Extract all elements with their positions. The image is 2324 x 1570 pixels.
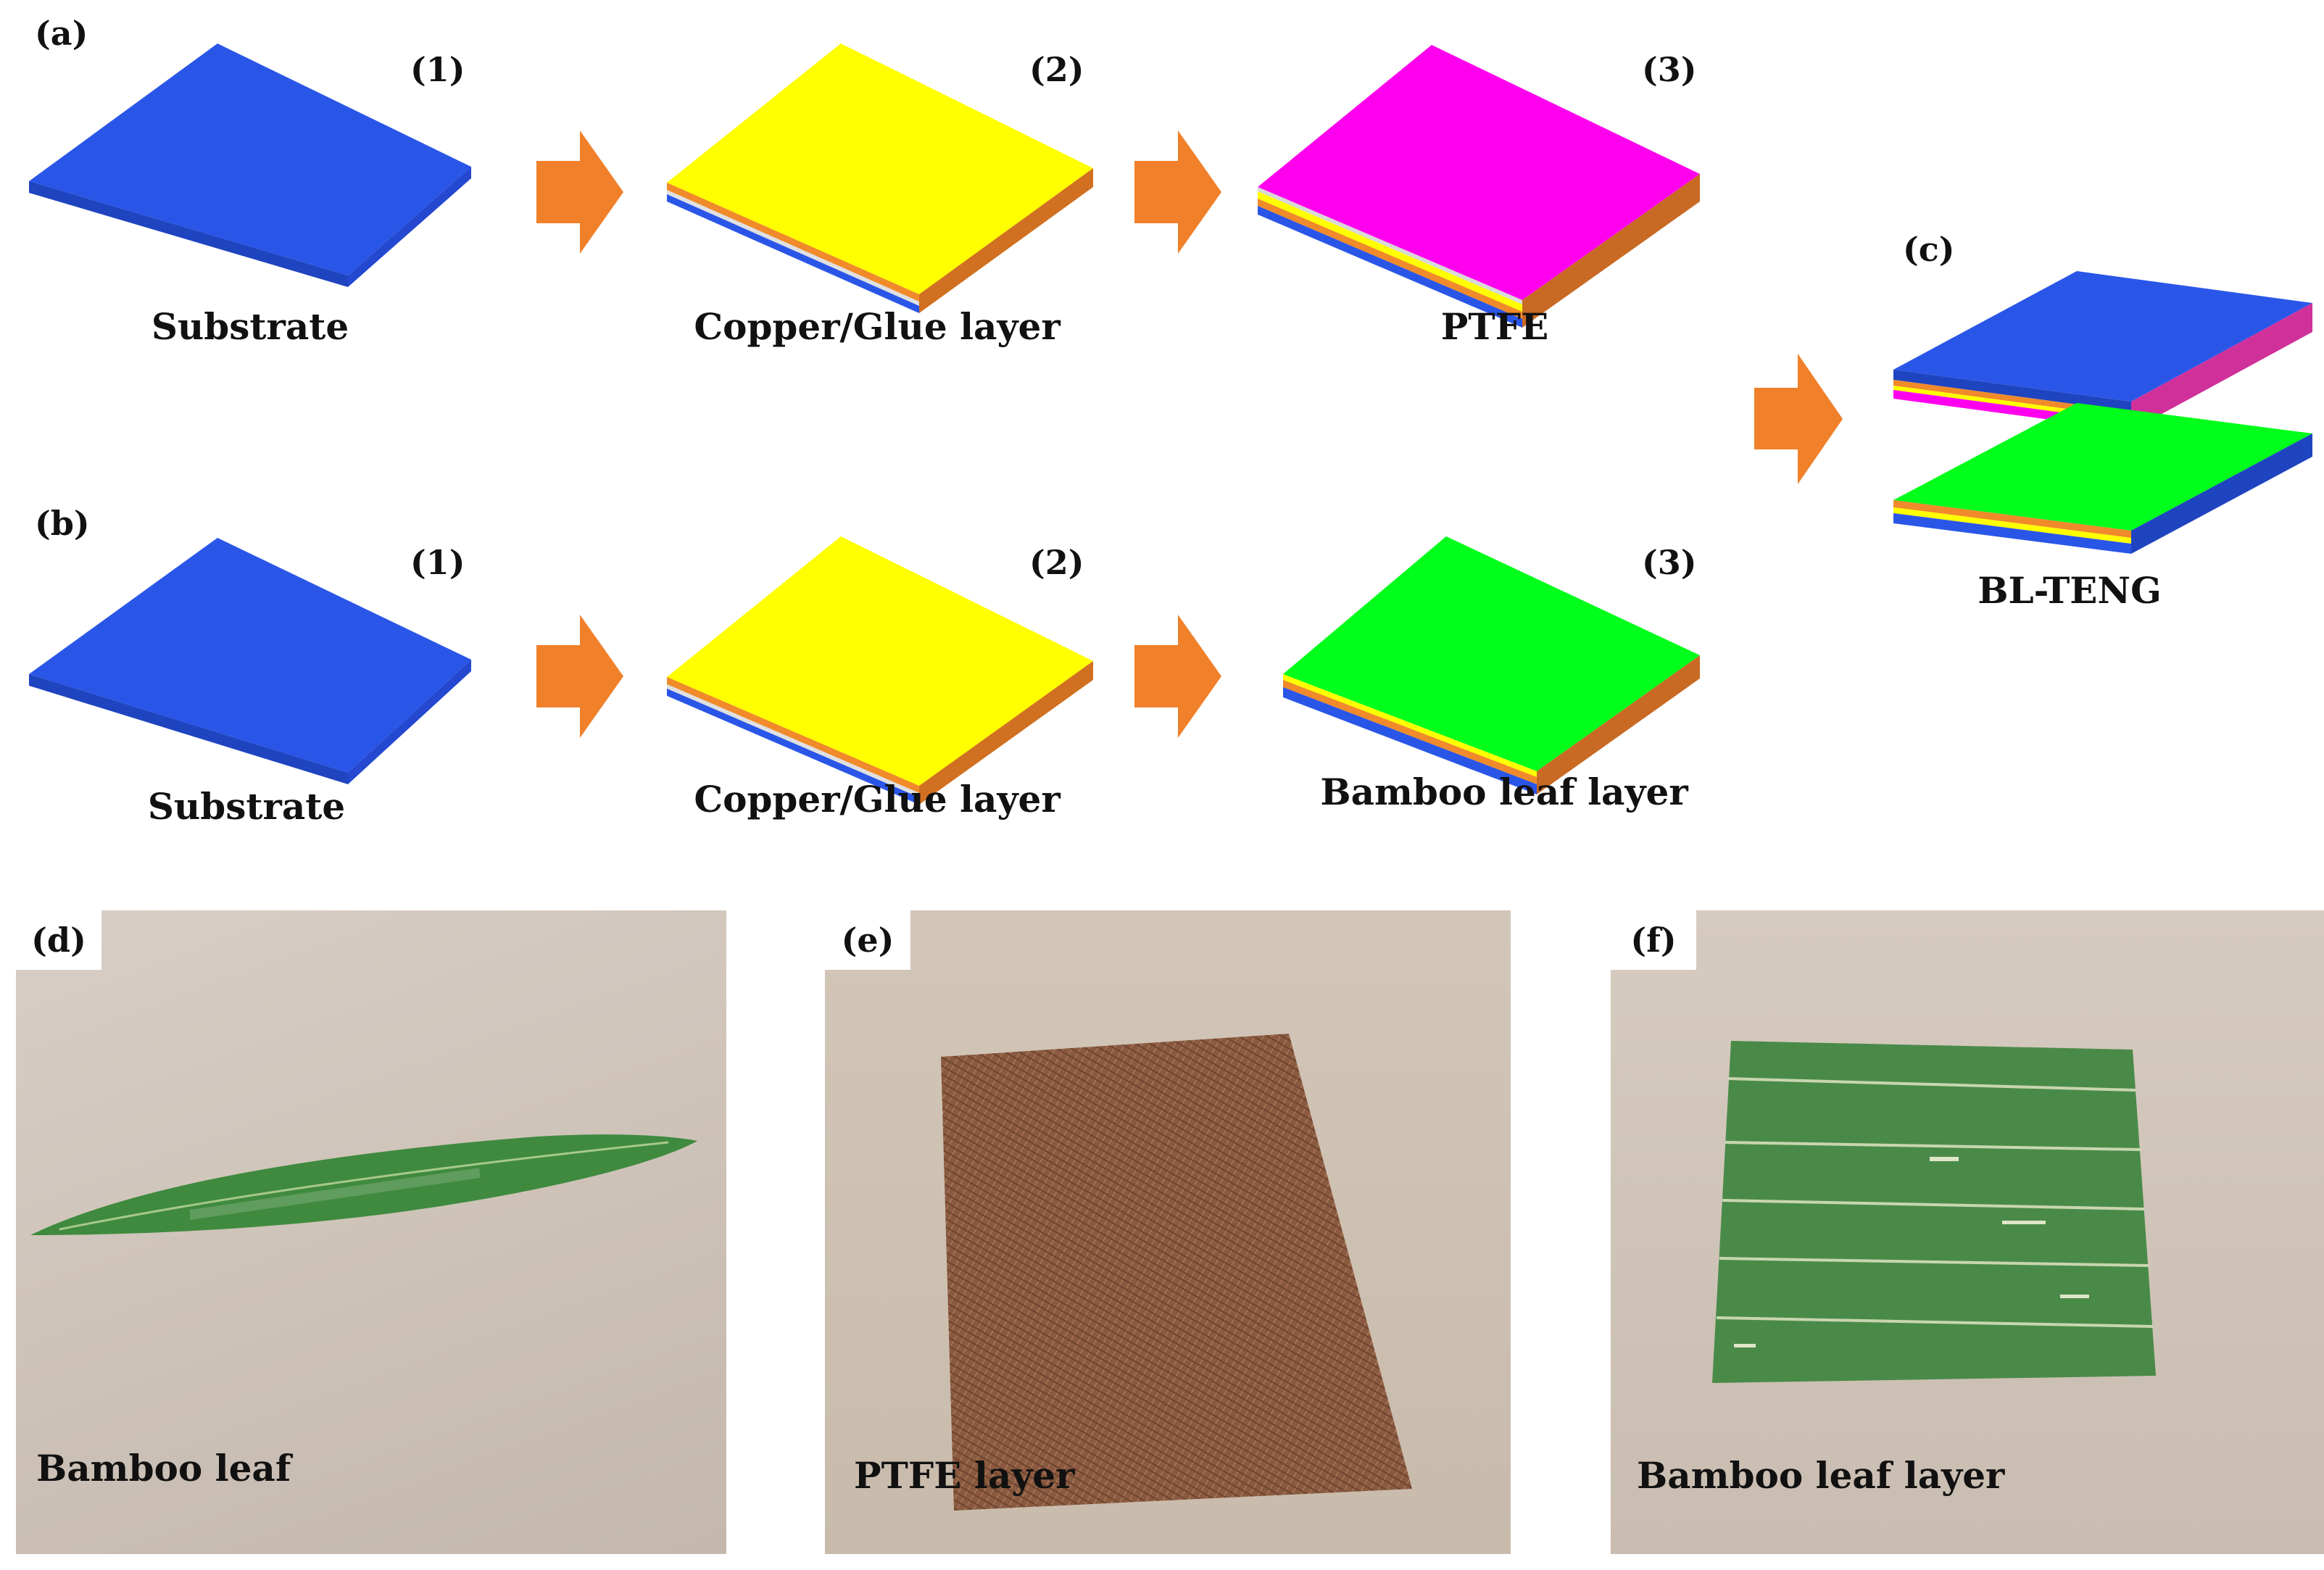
bamboo-leaf-slab-b3 — [1283, 536, 1700, 794]
panel-label-e: (e) — [825, 910, 910, 970]
caption-photo-bamboo-leaf: Bamboo leaf — [36, 1447, 291, 1490]
bl-teng-bottom-stack — [1893, 403, 2312, 554]
caption-photo-ptfe-layer: PTFE layer — [854, 1454, 1075, 1497]
panel-label-d: (d) — [16, 910, 101, 970]
photo-panel-bamboo-leaf: (d) Bamboo leaf — [16, 910, 726, 1554]
panel-label-f: (f) — [1611, 910, 1696, 970]
panel-label-a: (a) — [35, 14, 88, 53]
bamboo-leaf-photo-illustration — [30, 1134, 697, 1235]
caption-substrate-b: Substrate — [148, 785, 345, 828]
photo-panel-bamboo-leaf-layer: (f) Bamboo leaf layer — [1611, 910, 2324, 1554]
arrow-icon — [1134, 130, 1221, 254]
copper-glue-slab-a2 — [667, 43, 1093, 313]
photo-panel-ptfe-layer: (e) PTFE layer — [825, 910, 1511, 1554]
arrow-icon — [1134, 615, 1221, 738]
caption-photo-bamboo-leaf-layer: Bamboo leaf layer — [1637, 1454, 2005, 1497]
ptfe-mesh-photo-illustration — [941, 1034, 1412, 1511]
panel-label-c: (c) — [1903, 230, 1955, 269]
caption-bl-teng: BL-TENG — [1978, 569, 2162, 612]
caption-substrate-a: Substrate — [152, 305, 349, 348]
step-label-a3: (3) — [1642, 50, 1697, 89]
panel-label-b: (b) — [35, 504, 90, 543]
arrow-icon — [536, 615, 623, 738]
copper-glue-slab-b2 — [667, 536, 1093, 805]
arrow-icon — [1754, 354, 1843, 484]
caption-bamboo-leaf-layer-b: Bamboo leaf layer — [1320, 771, 1688, 813]
step-label-a2: (2) — [1029, 50, 1084, 89]
bamboo-leaf-layer-photo-illustration — [1712, 1041, 2156, 1383]
substrate-slab-a1 — [29, 43, 471, 287]
step-label-b2: (2) — [1029, 543, 1084, 582]
step-label-a1: (1) — [410, 50, 465, 89]
ptfe-slab-a3 — [1258, 45, 1700, 328]
arrow-icon — [536, 130, 623, 254]
substrate-slab-b1 — [29, 538, 471, 784]
step-label-b1: (1) — [410, 543, 465, 582]
step-label-b3: (3) — [1642, 543, 1697, 582]
caption-ptfe: PTFE — [1441, 305, 1548, 348]
caption-copper-glue-a: Copper/Glue layer — [694, 305, 1061, 348]
caption-copper-glue-b: Copper/Glue layer — [694, 778, 1061, 821]
